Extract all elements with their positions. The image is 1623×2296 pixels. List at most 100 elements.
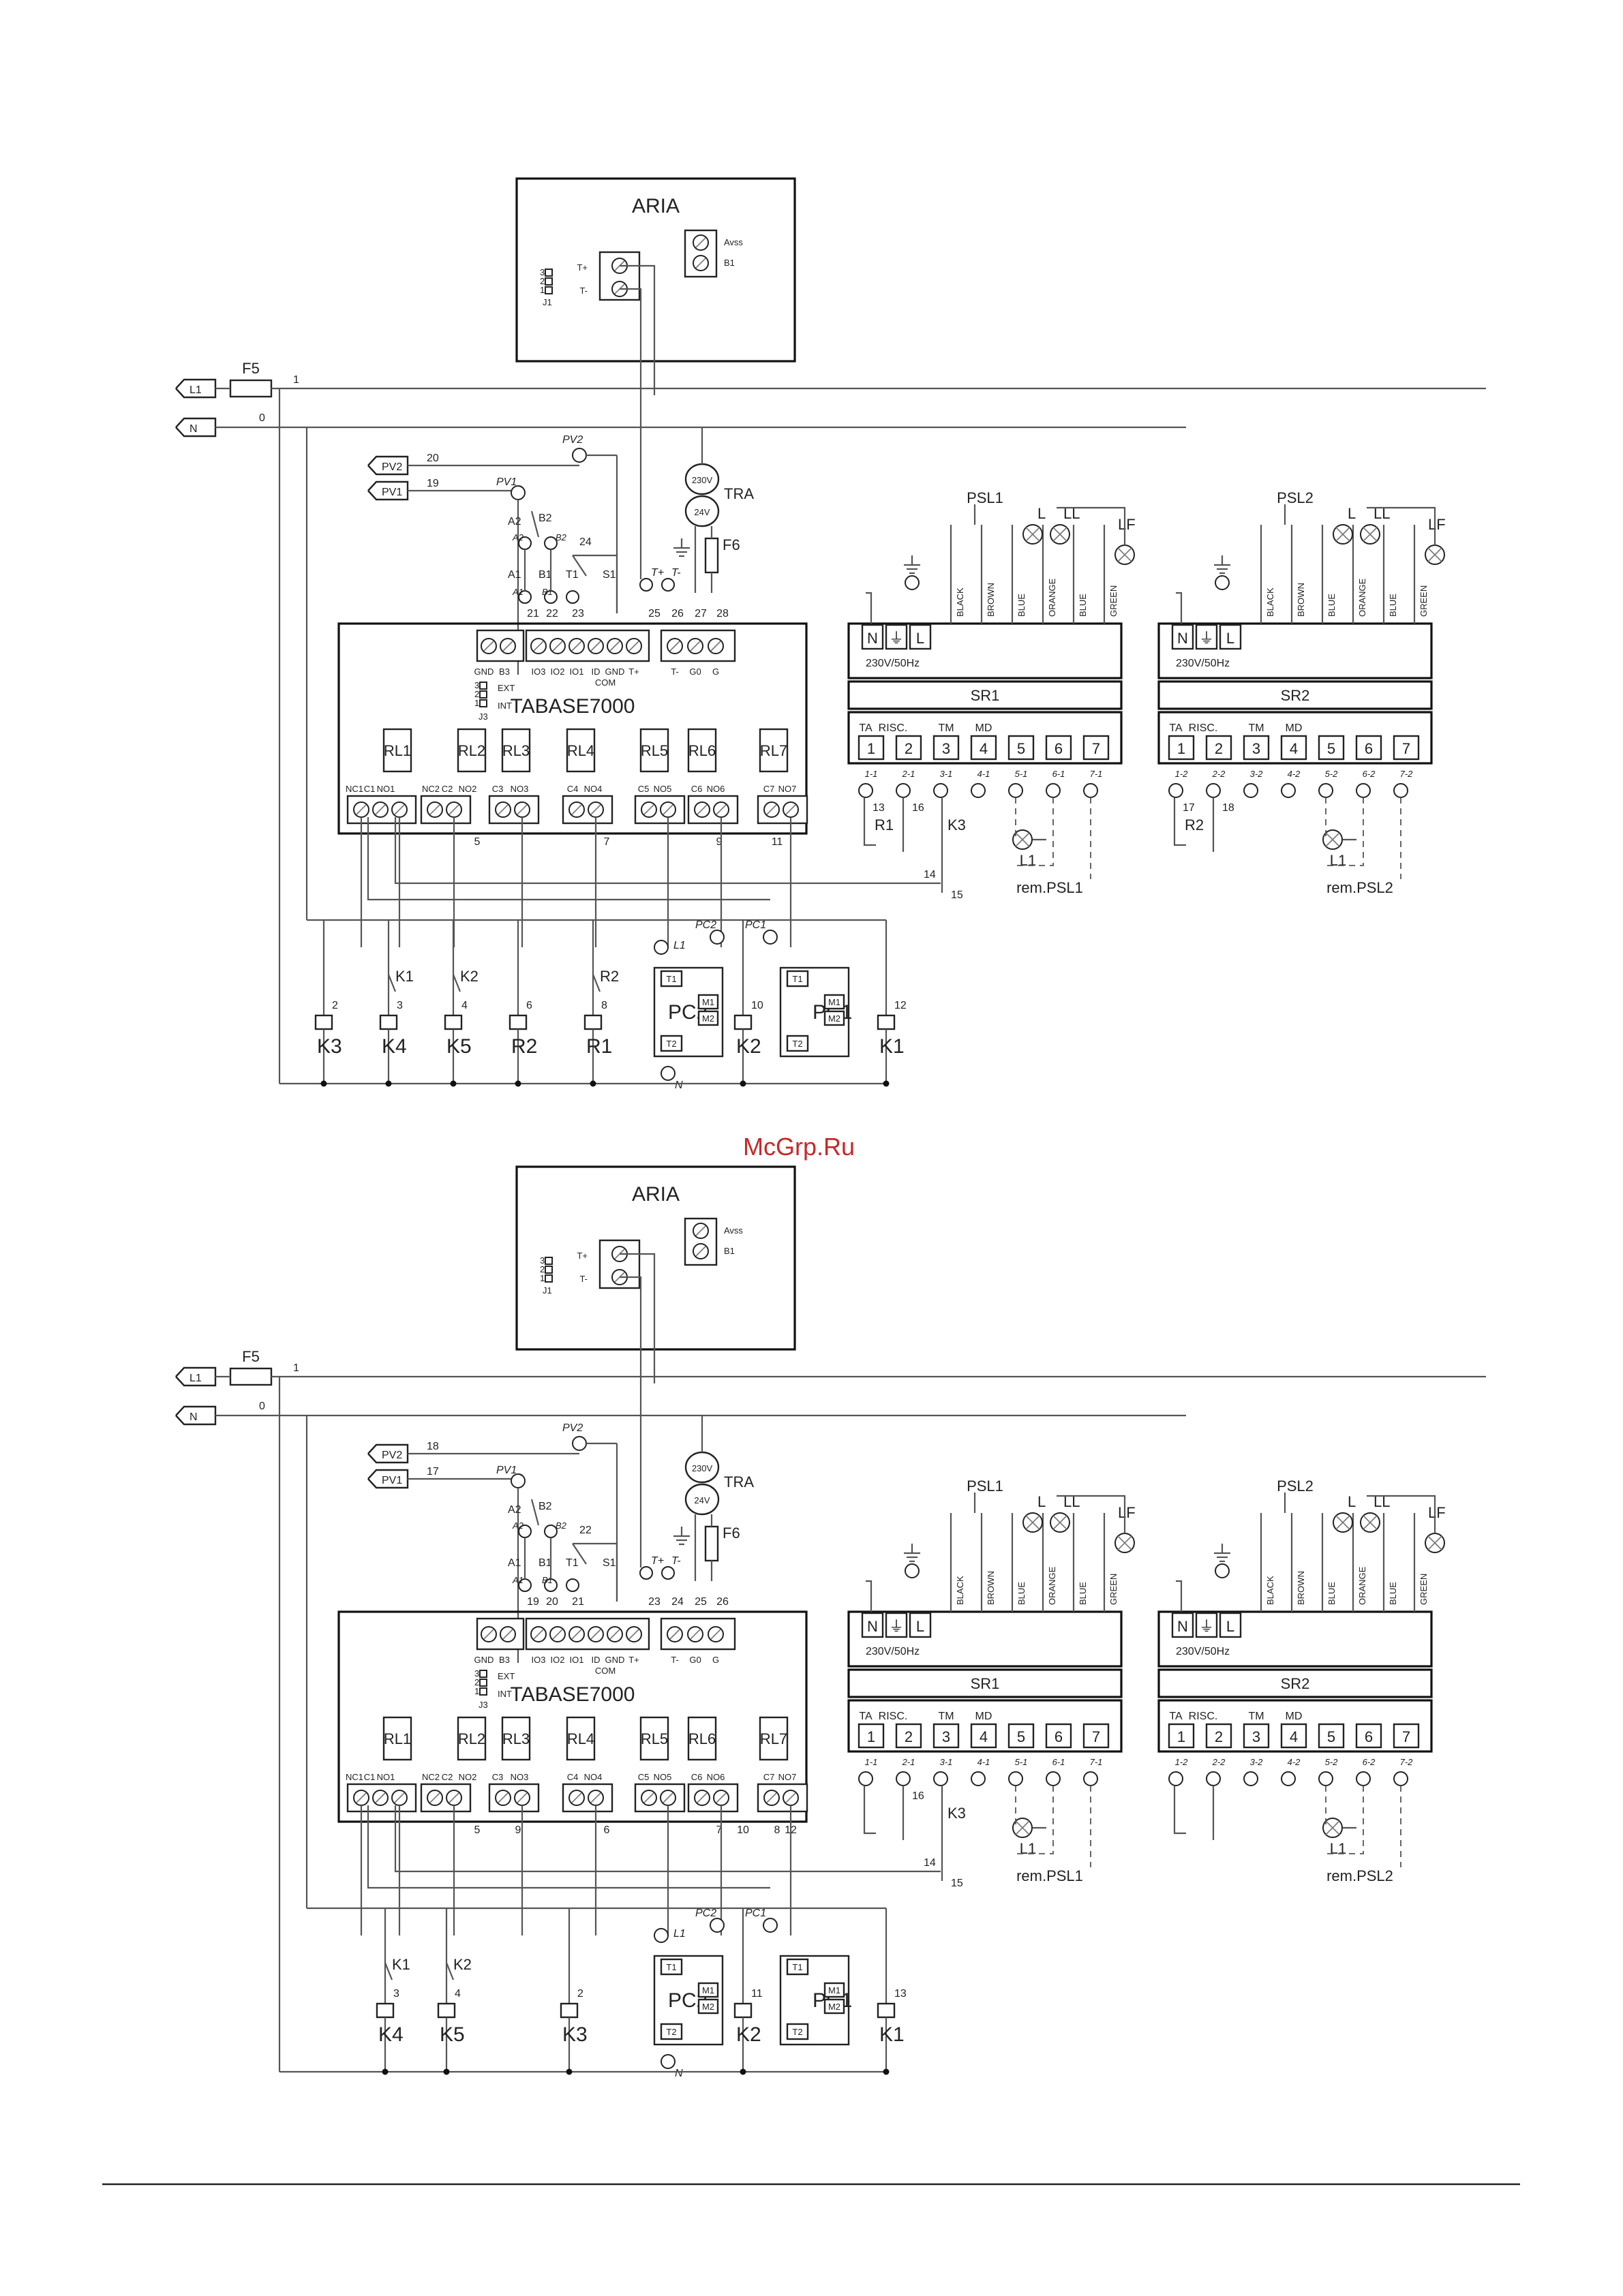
screw-slot <box>590 1629 601 1640</box>
sr-terminal <box>970 735 997 761</box>
sr-input-ground <box>885 624 908 650</box>
relay-terminal-label: NO5 <box>654 784 672 794</box>
wire-number: 19 <box>527 1596 539 1608</box>
sr-input-label: L <box>1226 630 1234 647</box>
relay-terminal-label: NC2 <box>422 784 440 794</box>
coil-contact-label: K2 <box>460 968 479 985</box>
a1-contact-label: A1 <box>512 587 524 597</box>
wire-number: 14 <box>924 869 936 881</box>
relay-terminal-label: C3 <box>492 784 504 794</box>
sr-label-risc: RISC. <box>879 722 908 734</box>
cable-color-label: BROWN <box>986 583 996 617</box>
terminal-label: G <box>712 667 719 677</box>
sr-terminal-number: 5 <box>1017 1728 1025 1745</box>
sr-sub-label: 2-2 <box>1212 769 1226 779</box>
wire-number: 21 <box>527 608 539 619</box>
fuse-f6-label: F6 <box>723 536 740 553</box>
sr-output-terminal-icon <box>1206 1771 1221 1786</box>
sr-output-terminal-icon <box>1168 1771 1183 1786</box>
wire <box>863 1786 876 1835</box>
j3-pin-label: 3 <box>474 1668 479 1679</box>
sr-terminal-box <box>1157 1699 1433 1753</box>
wire-number: 9 <box>515 1824 521 1836</box>
contact-lever <box>530 510 540 538</box>
terminal-label: IO3 <box>532 1655 546 1665</box>
sr-name: SR2 <box>1281 687 1310 704</box>
a2-contact-label: A2 <box>512 1520 524 1531</box>
sr-input-ground <box>1195 624 1218 650</box>
lamp-cross <box>1015 1820 1030 1835</box>
coil-r2-icon <box>509 1014 528 1030</box>
rem-lamp-label: L1 <box>1020 852 1036 869</box>
pv2-switch-label: PV2 <box>562 434 583 446</box>
fuse-f5-label: F5 <box>242 360 260 377</box>
b1-label: B1 <box>539 1557 552 1569</box>
cable-color-label: BLUE <box>1388 594 1398 617</box>
sr-input-label: N <box>867 1618 878 1635</box>
screw-slot <box>449 1792 459 1803</box>
coil-contact-label: K1 <box>392 1956 410 1973</box>
sr-name-bar <box>847 1668 1123 1698</box>
k-contact-label: K3 <box>947 1805 966 1822</box>
screw-slot <box>663 1792 673 1803</box>
screw-slot <box>483 641 494 652</box>
relay-terminal-label: NO6 <box>707 1772 725 1782</box>
com-label: COM <box>595 677 616 688</box>
sr-name-bar <box>847 680 1123 710</box>
sr-label-ta: TA <box>859 722 873 734</box>
j3-label: J3 <box>479 711 488 722</box>
sr-label-tm: TM <box>938 722 954 734</box>
wire-number: 13 <box>873 802 885 814</box>
cable-color-label: GREEN <box>1108 585 1119 617</box>
screw-slot <box>697 1792 708 1803</box>
screw-slot <box>533 641 544 652</box>
screw-slot <box>628 1629 639 1640</box>
wire-number: 5 <box>474 1824 481 1836</box>
pc-n-label: N <box>675 1080 683 1091</box>
coil-k3-icon <box>560 2002 579 2019</box>
coil-wire-number: 10 <box>751 1000 763 1011</box>
sr-sub-label: 4-2 <box>1288 769 1301 779</box>
sr-input-ground <box>885 1612 908 1638</box>
relay-4 <box>566 1716 596 1761</box>
sr-sub-label: 3-2 <box>1250 1757 1264 1767</box>
coil-name-label: R2 <box>511 1035 537 1058</box>
j1-pin-label: 3 <box>540 267 545 277</box>
sr-power-label: 230V/50Hz <box>866 1646 920 1657</box>
cable-color-label: ORANGE <box>1357 578 1367 617</box>
screw-slot <box>590 1792 601 1803</box>
aria-b1-label: B1 <box>724 258 735 268</box>
sr-output-terminal-icon <box>1008 1771 1023 1786</box>
tra-primary-voltage: 230V <box>692 475 713 485</box>
wire <box>367 1805 770 1889</box>
aria-tminus-label: T- <box>579 1274 588 1284</box>
terminal-label: GND <box>474 1655 494 1665</box>
sr-terminal-box <box>847 1699 1123 1753</box>
cable-color-label: ORANGE <box>1357 1566 1367 1605</box>
b2-contact-label: B2 <box>556 1520 567 1531</box>
wire-number: 6 <box>604 1824 610 1836</box>
lamp-cross <box>1325 1820 1340 1835</box>
aria-avss-label: Avss <box>724 1225 743 1236</box>
sr-output-terminal-icon <box>858 783 873 798</box>
pc1-switch-label: PC1 <box>745 919 766 931</box>
jumper-pin <box>545 269 553 277</box>
sr-sub-label: 2-1 <box>902 769 915 779</box>
wire-number: 25 <box>648 608 661 619</box>
coil-wire-number: 3 <box>397 1000 403 1011</box>
screw-slot <box>394 804 405 815</box>
sr-terminal-number: 2 <box>1215 1728 1223 1745</box>
pc2-t2-label: T2 <box>666 1039 676 1049</box>
pc1-t2-terminal <box>786 2023 809 2040</box>
screw-slot <box>695 258 706 269</box>
pc1-t2-label: T2 <box>792 2027 802 2037</box>
j3-ext-label: EXT <box>498 683 515 693</box>
relay-6 <box>687 728 717 773</box>
s1-label: S1 <box>603 1557 616 1569</box>
relay-label: RL4 <box>567 742 594 759</box>
screw-slot <box>517 1792 528 1803</box>
coil-wire-number: 2 <box>332 1000 338 1011</box>
fuse-f5-icon <box>229 1367 273 1386</box>
coil-k2-icon <box>733 1014 753 1030</box>
pv2-switch-label: PV2 <box>562 1422 583 1434</box>
